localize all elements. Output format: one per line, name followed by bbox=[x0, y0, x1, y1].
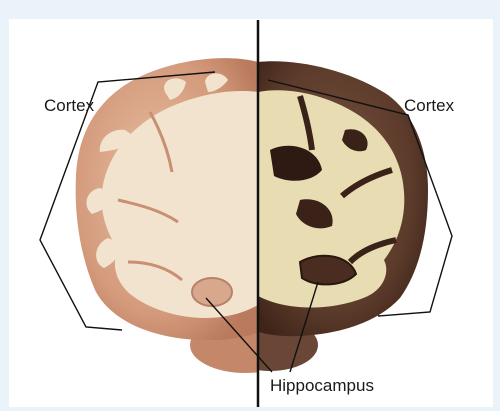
cortex-left-label: Cortex bbox=[44, 96, 95, 115]
hippocampus-label: Hippocampus bbox=[270, 376, 374, 395]
healthy-hippocampus bbox=[192, 278, 232, 306]
cortex-right-label: Cortex bbox=[404, 96, 455, 115]
